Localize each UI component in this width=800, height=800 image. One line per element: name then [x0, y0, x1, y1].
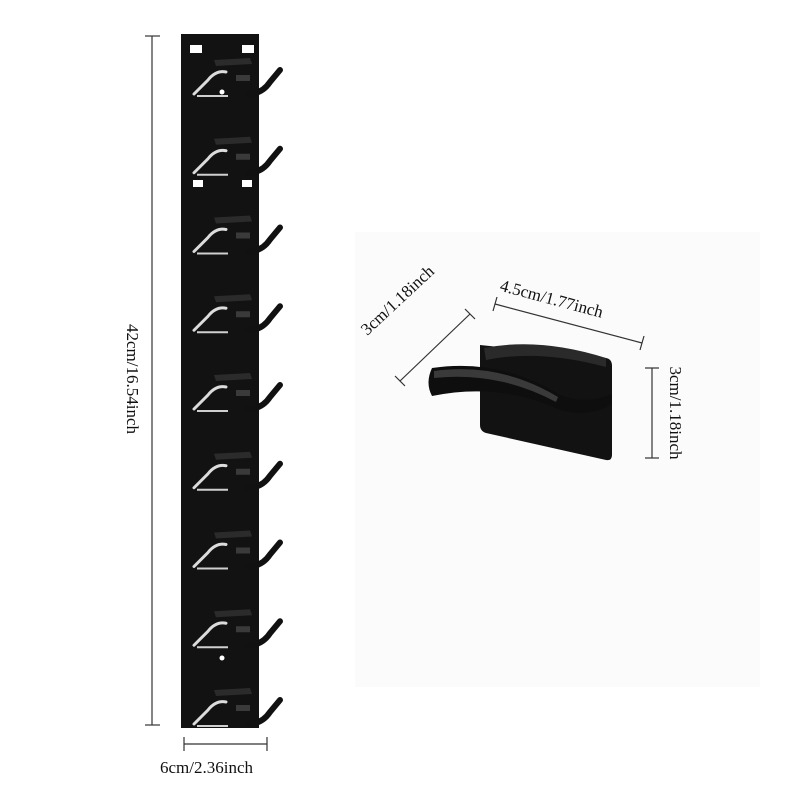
rack-height-label: 42cm/16.54inch [123, 323, 142, 434]
single-hook-illustration [428, 344, 612, 461]
height-dimension-line [145, 35, 160, 726]
rack-hook [192, 530, 283, 570]
hook-width-dimension-line [492, 296, 645, 351]
rack-width-label: 6cm/2.36inch [160, 758, 254, 777]
mounting-slots [190, 45, 254, 661]
rack-hooks [192, 58, 283, 727]
hook-depth-dimension-line [394, 308, 476, 387]
rack-hook [192, 294, 283, 334]
rack-hook [192, 215, 283, 255]
hook-height-label: 3cm/1.18inch [666, 366, 685, 460]
product-detail-background [355, 232, 760, 687]
rack-hook [192, 58, 283, 97]
rack-hook [192, 136, 283, 176]
rack-hook [192, 451, 283, 491]
width-dimension-line [183, 737, 268, 751]
rack-hook [192, 373, 283, 412]
rack-hook [192, 688, 283, 727]
rack-hook [192, 609, 283, 649]
hook-height-dimension-line [645, 367, 659, 459]
